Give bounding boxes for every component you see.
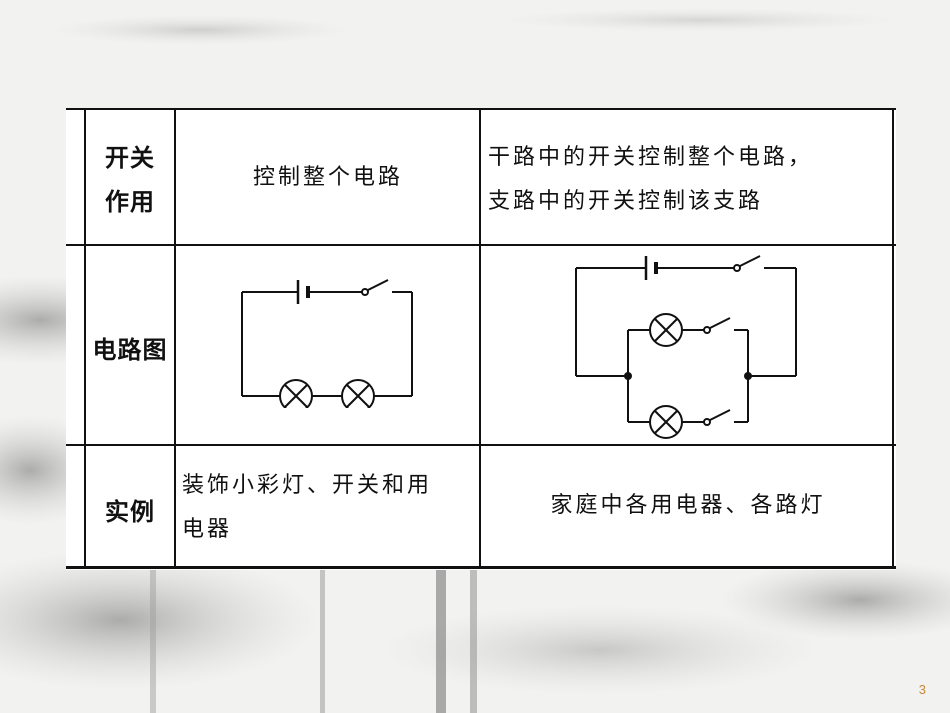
series-switch-role: 控制整个电路: [252, 165, 403, 190]
series-examples: 装饰小彩灯、开关和用 电器: [182, 473, 433, 542]
table-bottom-border: [66, 566, 896, 569]
table-row-divider: [66, 244, 896, 246]
table-column-divider: [84, 108, 86, 569]
series-circuit-diagram: [241, 279, 413, 408]
row-header-switch-role: 开关 作用: [105, 144, 155, 216]
table-column-divider: [174, 108, 176, 569]
switch-icon: [703, 326, 711, 334]
table-right-border: [892, 108, 894, 569]
switch-icon: [361, 288, 369, 296]
table-row-divider: [66, 444, 896, 446]
table-column-divider: [479, 108, 481, 569]
parallel-switch-role: 干路中的开关控制整个电路， 支路中的开关控制该支路: [488, 145, 814, 214]
switch-icon: [703, 418, 711, 426]
parallel-circuit-diagram: [575, 255, 797, 439]
row-header-examples: 实例: [105, 498, 155, 526]
table-top-border: [66, 108, 896, 110]
parallel-examples: 家庭中各用电器、各路灯: [550, 493, 826, 518]
lamp-icon: [279, 379, 313, 408]
row-header-circuit-diagram: 电路图: [92, 336, 168, 364]
page-number: 3: [918, 682, 926, 697]
comparison-table: 开关 作用 控制整个电路 干路中的开关控制整个电路， 支路中的开关控制该支路 电…: [66, 108, 896, 570]
switch-icon: [733, 264, 741, 272]
lamp-icon: [341, 379, 375, 408]
